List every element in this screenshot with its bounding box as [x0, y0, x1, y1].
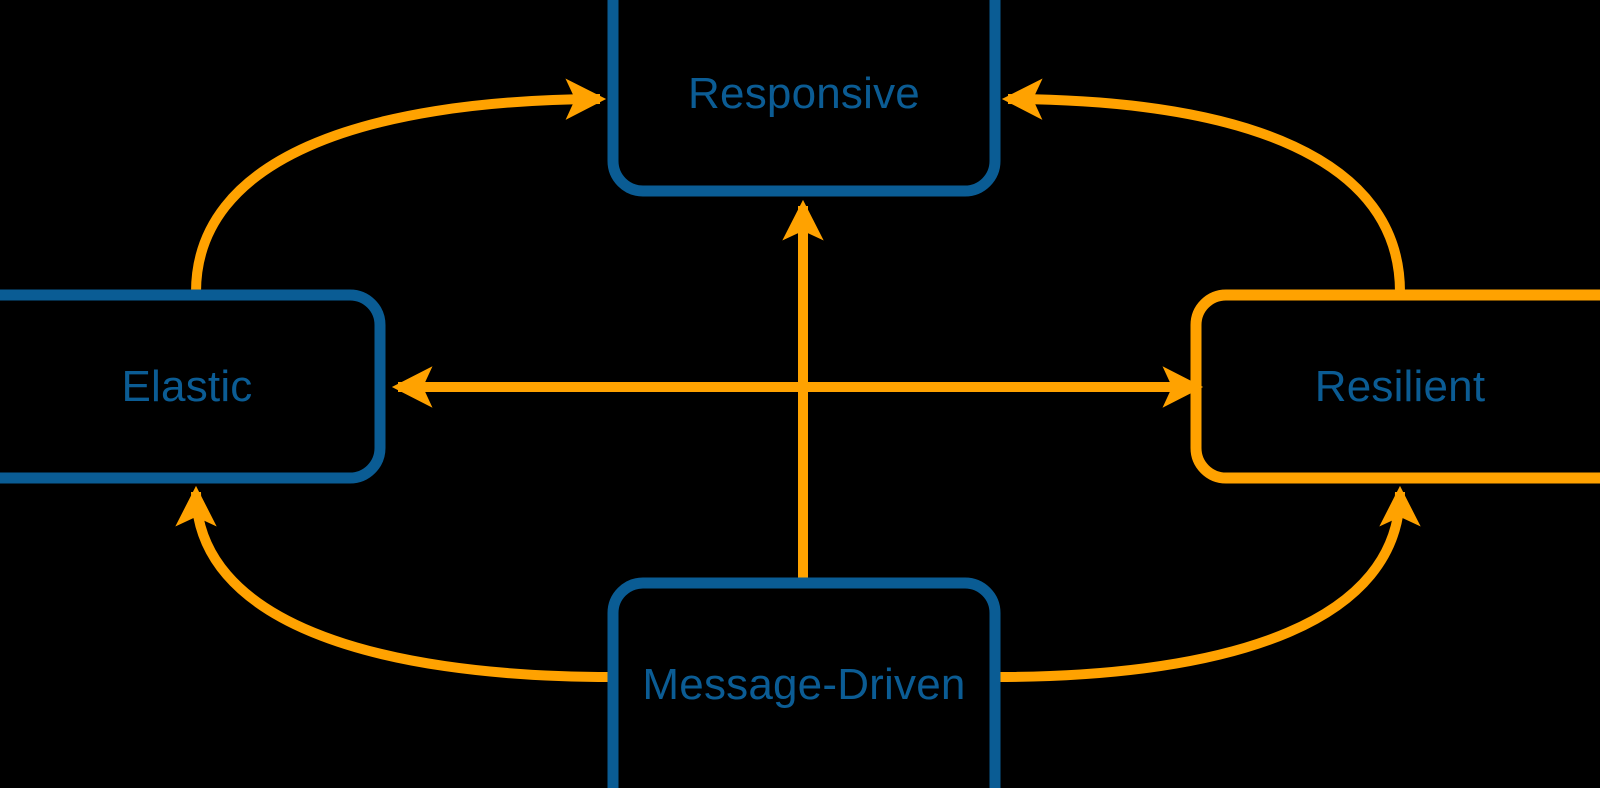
edge-message-driven-to-resilient[interactable] [995, 485, 1421, 682]
node-box-responsive[interactable] [607, 0, 1001, 197]
edge-resilient-to-responsive[interactable] [1001, 78, 1405, 293]
node-box-resilient[interactable] [1190, 289, 1600, 484]
node-box-elastic[interactable] [0, 289, 386, 484]
edge-elastic-to-responsive[interactable] [191, 78, 607, 293]
edges-layer [175, 78, 1421, 682]
node-box-message-driven[interactable] [607, 577, 1001, 788]
edge-message-driven-to-elastic[interactable] [175, 485, 613, 682]
